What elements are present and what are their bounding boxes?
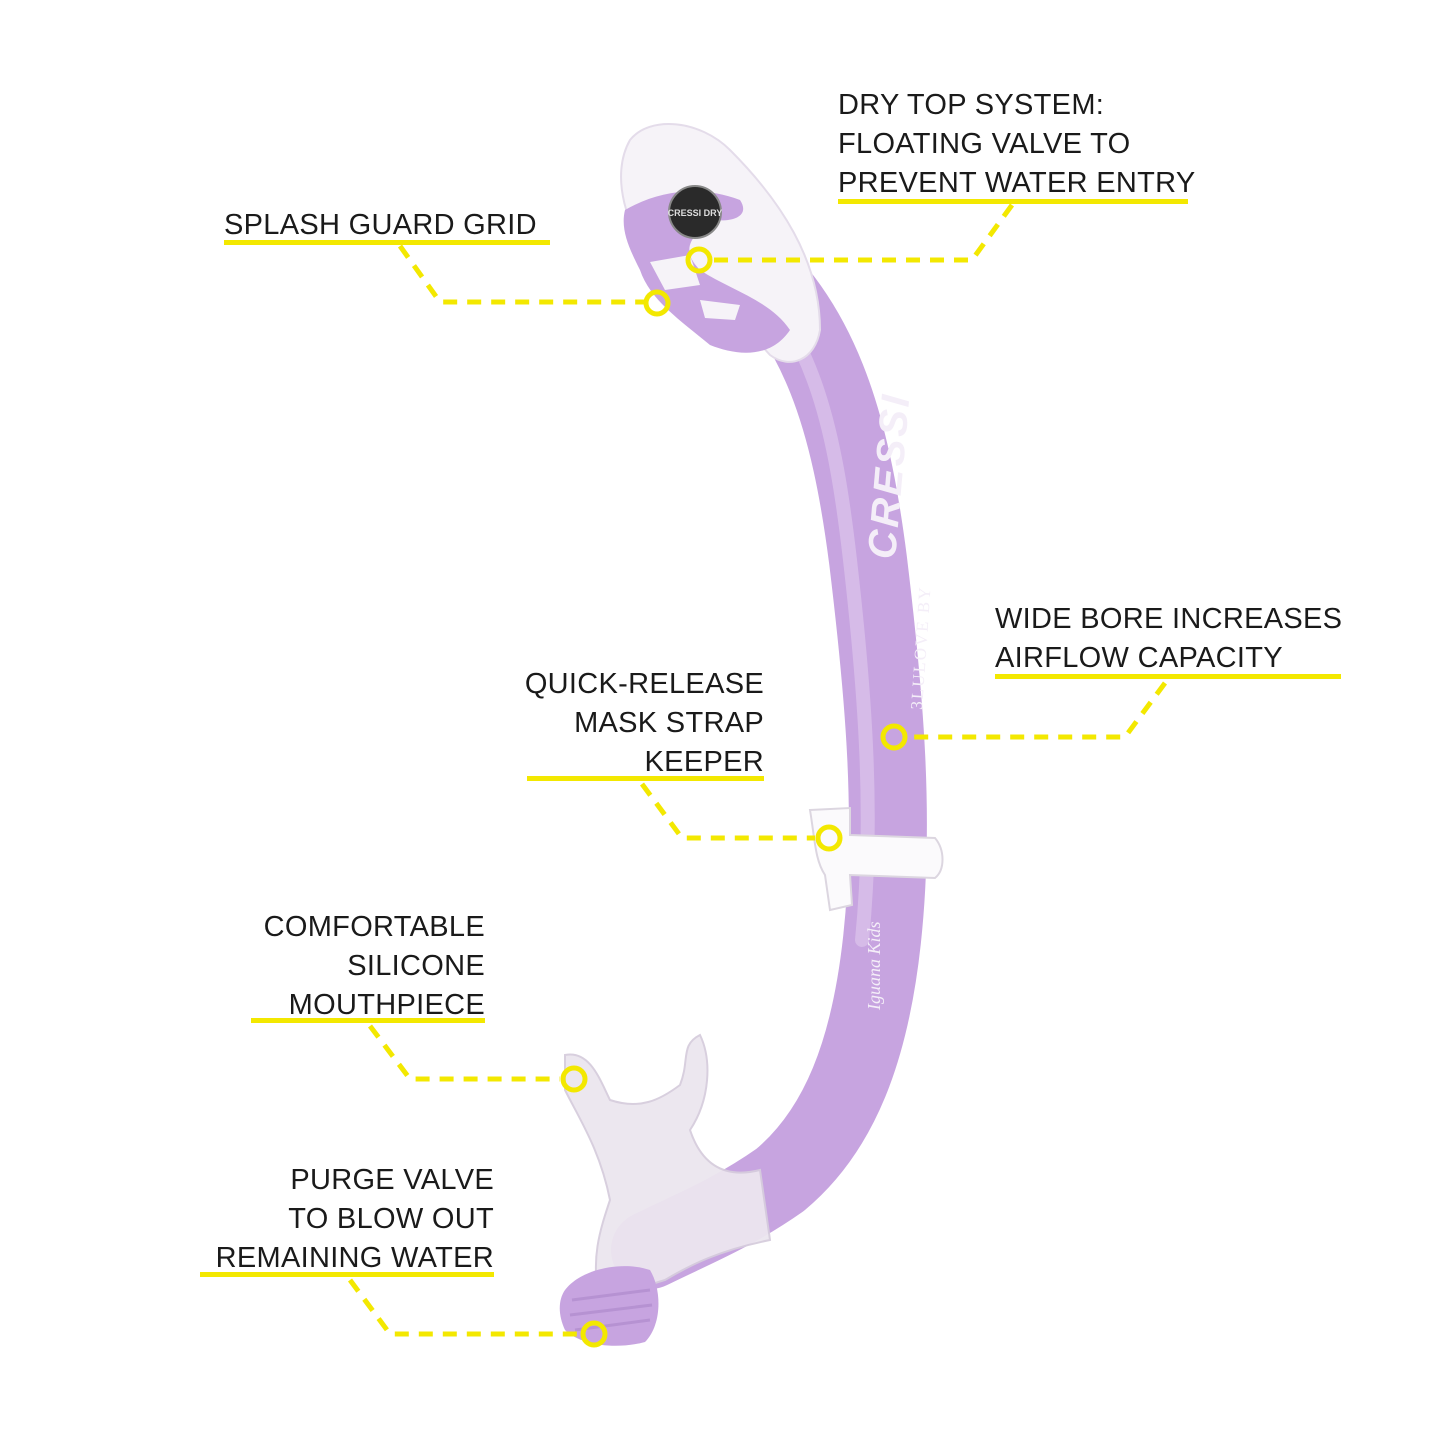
callout-line: MOUTHPIECE [288, 989, 485, 1021]
callout-line: FLOATING VALVE TO [838, 128, 1131, 160]
strap-keeper [808, 806, 944, 912]
callout-line: DRY TOP SYSTEM: [838, 89, 1105, 121]
leader-dry-top [712, 203, 1015, 263]
marker-mouthpiece [560, 1065, 588, 1093]
valve-badge-text: CRESSI DRY [668, 208, 723, 218]
mouthpiece [564, 1033, 772, 1302]
callout-purge-valve: PURGE VALVE TO BLOW OUT REMAINING WATER [190, 1161, 494, 1278]
callout-line: SPLASH GUARD GRID [224, 209, 537, 241]
callout-markers [560, 246, 908, 1348]
underline-splash-guard [224, 240, 550, 245]
callout-line: KEEPER [644, 746, 764, 778]
leader-lines [347, 203, 1168, 1337]
marker-splash-guard [643, 289, 671, 317]
callout-line: PURGE VALVE [290, 1164, 494, 1196]
callout-line: MASK STRAP [574, 707, 764, 739]
marker-wide-bore [880, 723, 908, 751]
marker-strap-keeper [815, 824, 843, 852]
callout-splash-guard: SPLASH GUARD GRID [224, 206, 537, 245]
callout-mouthpiece: COMFORTABLE SILICONE MOUTHPIECE [240, 908, 485, 1025]
callout-dry-top: DRY TOP SYSTEM: FLOATING VALVE TO PREVEN… [838, 86, 1196, 203]
callout-line: WIDE BORE INCREASES [995, 603, 1343, 635]
valve-badge [668, 185, 722, 239]
callout-strap-keeper: QUICK-RELEASE MASK STRAP KEEPER [520, 665, 764, 782]
underline-purge-valve [200, 1272, 494, 1277]
callout-line: AIRFLOW CAPACITY [995, 642, 1283, 674]
callout-line: PREVENT WATER ENTRY [838, 167, 1196, 199]
marker-dry-top [685, 246, 713, 274]
callout-line: QUICK-RELEASE [524, 668, 764, 700]
leader-strap-keeper [639, 782, 815, 841]
splash-guard-grid [623, 191, 790, 353]
callout-line: REMAINING WATER [215, 1242, 494, 1274]
underline-strap-keeper [527, 776, 764, 781]
callout-wide-bore: WIDE BORE INCREASES AIRFLOW CAPACITY [995, 600, 1342, 678]
underline-wide-bore [995, 674, 1341, 679]
callout-line: TO BLOW OUT [288, 1203, 494, 1235]
underline-dry-top [838, 199, 1188, 204]
leader-mouthpiece [368, 1024, 560, 1082]
marker-purge-valve [580, 1320, 608, 1348]
leader-purge-valve [347, 1278, 580, 1337]
underline-mouthpiece [251, 1018, 485, 1023]
graphic-text: Iguana Kids [864, 921, 884, 1011]
callout-line: SILICONE [347, 950, 485, 982]
grid-slot [700, 300, 740, 320]
leader-wide-bore [908, 681, 1168, 740]
leader-splash-guard [397, 244, 645, 305]
callout-line: COMFORTABLE [263, 911, 485, 943]
